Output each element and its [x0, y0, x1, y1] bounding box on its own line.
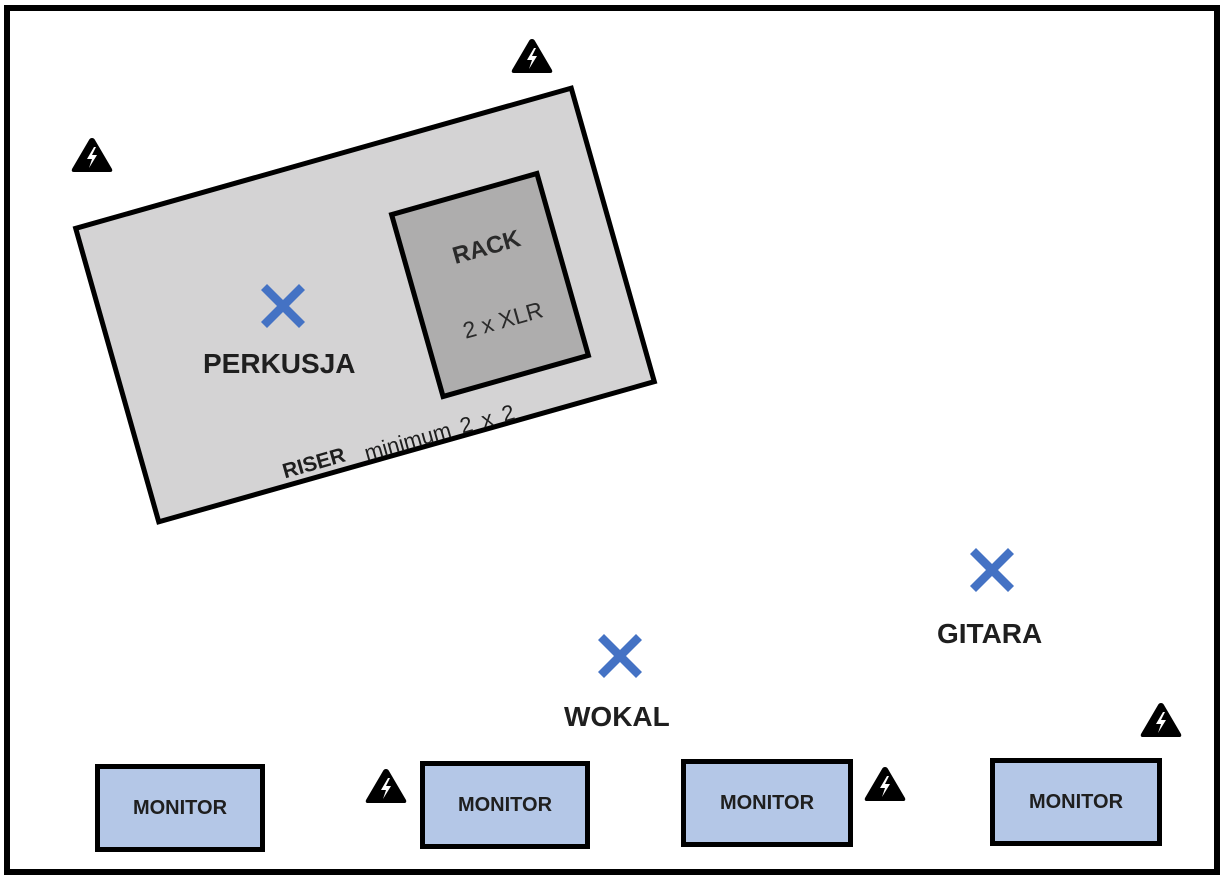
wokal-label: WOKAL: [564, 701, 670, 732]
gitara-marker-icon: [970, 548, 1014, 592]
wokal-marker-icon: [598, 634, 642, 678]
perkusja-marker-icon: [261, 284, 305, 328]
monitor-3: MONITOR: [681, 759, 853, 847]
power-outlet-icon: [1140, 703, 1182, 737]
power-outlet-icon: [365, 769, 407, 803]
power-outlet-icon: [511, 39, 553, 73]
power-outlet-icon: [71, 138, 113, 172]
gitara-label: GITARA: [937, 618, 1043, 649]
monitor-2: MONITOR: [420, 761, 590, 849]
perkusja-label: PERKUSJA: [203, 348, 356, 379]
monitor-1: MONITOR: [95, 764, 265, 852]
power-outlet-icon: [864, 767, 906, 801]
monitor-4: MONITOR: [990, 758, 1162, 846]
